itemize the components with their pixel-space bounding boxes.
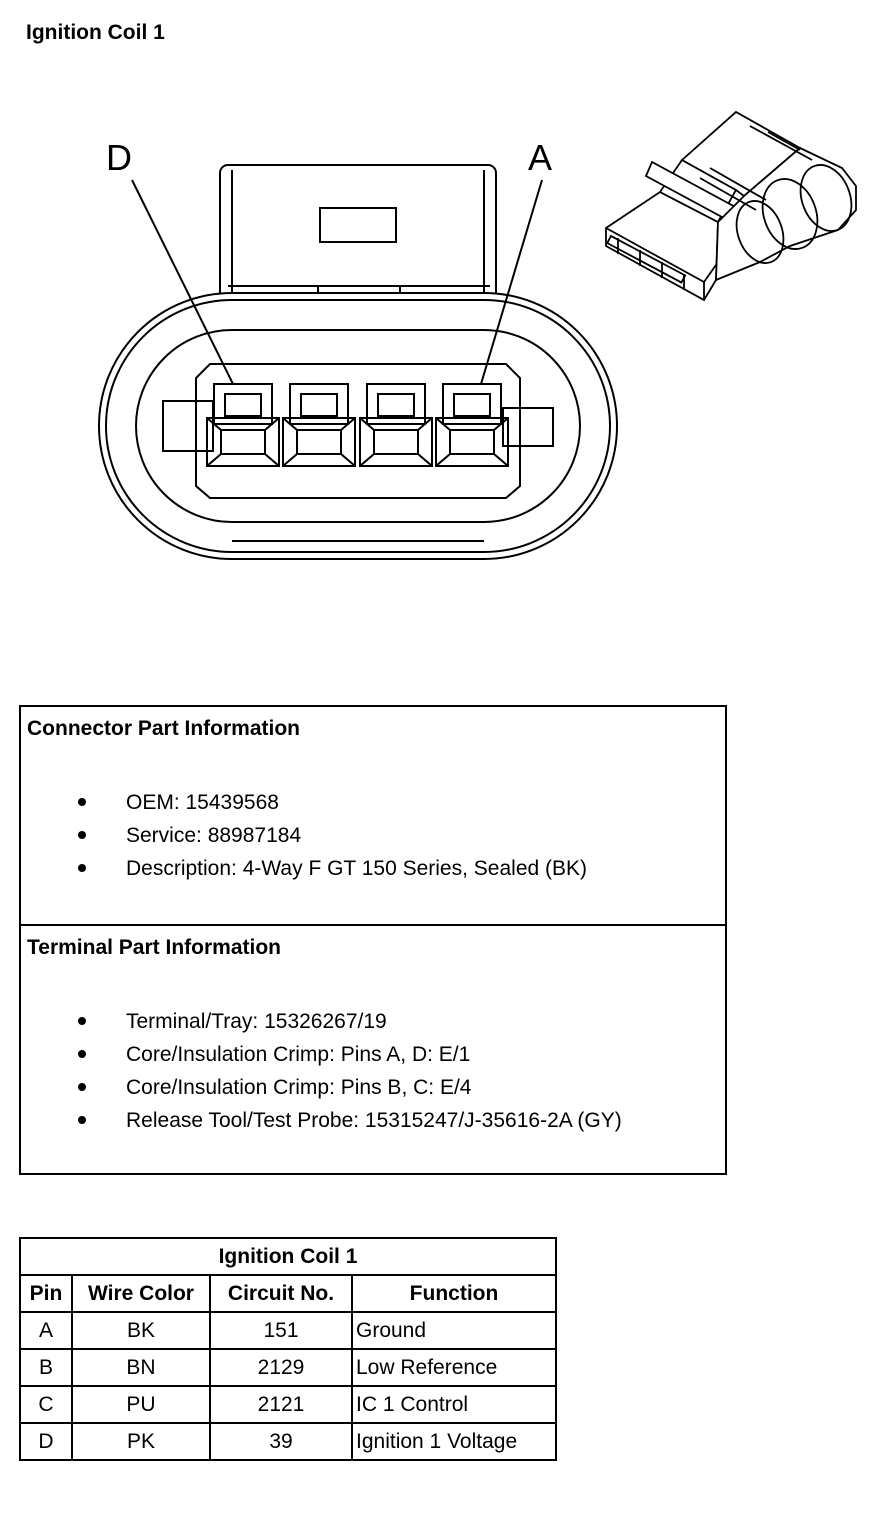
terminal-info-list: Terminal/Tray: 15326267/19 Core/Insulati…	[21, 1005, 622, 1137]
pin-label-a: A	[528, 137, 552, 178]
cavity-a	[435, 383, 509, 467]
cell-wire-color: PK	[71, 1422, 211, 1461]
cell-wire-color: BK	[71, 1311, 211, 1350]
cell-pin: A	[19, 1311, 73, 1350]
connector-latch	[219, 164, 497, 304]
table-title-row: Ignition Coil 1	[19, 1237, 557, 1276]
cavity-b	[359, 383, 433, 467]
connector-isometric-view	[605, 110, 857, 302]
pin-table-title: Ignition Coil 1	[19, 1237, 557, 1276]
cell-function: Ignition 1 Voltage	[351, 1422, 557, 1461]
leader-line-d	[131, 179, 234, 385]
cell-circuit-no: 151	[209, 1311, 353, 1350]
table-row: D PK 39 Ignition 1 Voltage	[19, 1422, 557, 1461]
list-item: Terminal/Tray: 15326267/19	[21, 1005, 622, 1038]
cell-pin: D	[19, 1422, 73, 1461]
part-info-box: Connector Part Information OEM: 15439568…	[19, 705, 727, 1175]
table-row: C PU 2121 IC 1 Control	[19, 1385, 557, 1424]
header-pin: Pin	[19, 1274, 73, 1313]
cell-circuit-no: 2129	[209, 1348, 353, 1387]
pin-label-d: D	[106, 137, 132, 178]
cell-function: IC 1 Control	[351, 1385, 557, 1424]
list-item: Service: 88987184	[21, 819, 587, 852]
cell-wire-color: PU	[71, 1385, 211, 1424]
header-function: Function	[351, 1274, 557, 1313]
connector-housing	[98, 292, 618, 560]
connector-info-title: Connector Part Information	[27, 717, 301, 740]
terminal-info-title: Terminal Part Information	[27, 936, 281, 959]
connector-info-list: OEM: 15439568 Service: 88987184 Descript…	[21, 786, 587, 885]
leader-line-a	[480, 179, 543, 385]
connector-diagram: D A	[98, 110, 857, 560]
terminal-part-info: Terminal Part Information Terminal/Tray:…	[21, 926, 725, 1173]
list-item: OEM: 15439568	[21, 786, 587, 819]
cavity-d	[206, 383, 280, 467]
cell-pin: C	[19, 1385, 73, 1424]
page-title: Ignition Coil 1	[26, 21, 165, 44]
list-item: Description: 4-Way F GT 150 Series, Seal…	[21, 852, 587, 885]
header-wire-color: Wire Color	[71, 1274, 211, 1313]
pin-table: Ignition Coil 1 Pin Wire Color Circuit N…	[19, 1237, 557, 1461]
table-row: A BK 151 Ground	[19, 1311, 557, 1350]
cell-circuit-no: 39	[209, 1422, 353, 1461]
header-circuit-no: Circuit No.	[209, 1274, 353, 1313]
list-item: Release Tool/Test Probe: 15315247/J-3561…	[21, 1104, 622, 1137]
table-header-row: Pin Wire Color Circuit No. Function	[19, 1274, 557, 1313]
cell-wire-color: BN	[71, 1348, 211, 1387]
cell-circuit-no: 2121	[209, 1385, 353, 1424]
connector-part-info: Connector Part Information OEM: 15439568…	[21, 707, 725, 926]
list-item: Core/Insulation Crimp: Pins A, D: E/1	[21, 1038, 622, 1071]
table-row: B BN 2129 Low Reference	[19, 1348, 557, 1387]
cell-function: Low Reference	[351, 1348, 557, 1387]
cell-function: Ground	[351, 1311, 557, 1350]
cavity-c	[282, 383, 356, 467]
cell-pin: B	[19, 1348, 73, 1387]
list-item: Core/Insulation Crimp: Pins B, C: E/4	[21, 1071, 622, 1104]
terminal-cavity-block	[162, 363, 554, 499]
